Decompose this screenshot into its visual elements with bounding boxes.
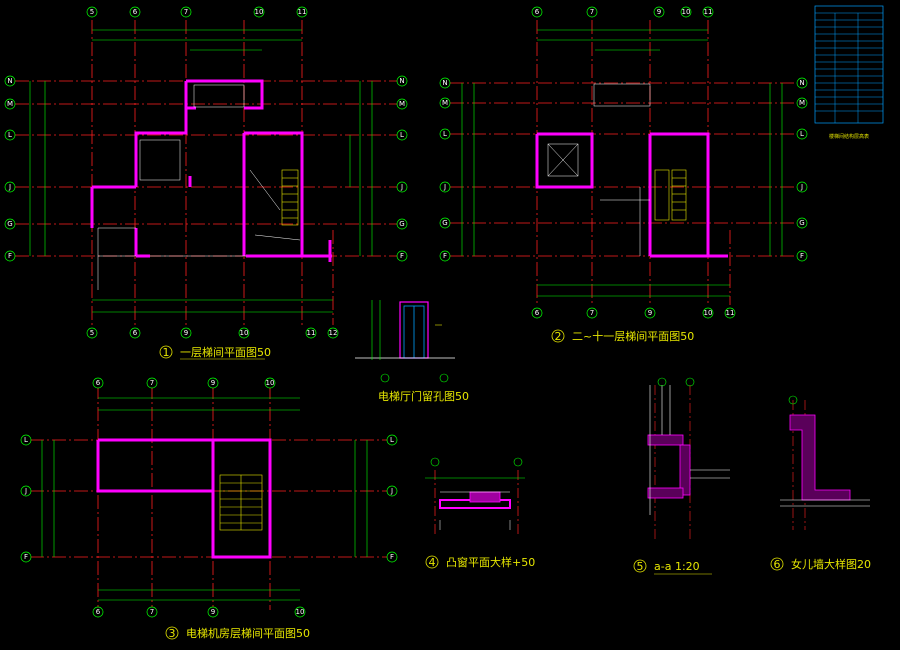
drawing-title-machine-room: 电梯机房层梯间平面图50: [186, 626, 310, 640]
axis-label: L: [8, 131, 12, 139]
drawing-title-bay-window: 凸窗平面大样+50: [446, 555, 535, 569]
axis-label: J: [8, 183, 11, 191]
axis-label: 9: [211, 608, 215, 616]
axis-label: F: [24, 553, 28, 561]
axis-label: J: [443, 183, 446, 191]
axis-label: 12: [329, 329, 338, 337]
axis-label: 9: [211, 379, 215, 387]
axis-label: F: [8, 252, 12, 260]
axis-label: 7: [150, 379, 154, 387]
axis-label: 6: [133, 329, 138, 337]
axis-label: G: [799, 219, 804, 227]
elevator-door-elevation: 电梯厅门留孔图50: [355, 300, 469, 403]
drawing-title-typical-floor: 二~十一层梯间平面图50: [572, 329, 694, 343]
axis-label: 11: [726, 309, 735, 317]
axis-label: N: [799, 79, 804, 87]
plan-typical-floor: 6 7 9 10 11 6 7 9 10 11 N M L J G F N M …: [439, 6, 808, 343]
axis-label: 5: [90, 8, 94, 16]
axis-label: 6: [535, 8, 540, 16]
drawing-title-first-floor: 一层梯间平面图50: [180, 346, 271, 359]
axis-label: L: [400, 131, 404, 139]
axis-label: 10: [240, 329, 249, 337]
axis-label: 11: [307, 329, 316, 337]
axis-label: G: [399, 220, 404, 228]
axis-label: M: [442, 99, 448, 107]
axis-label: 10: [266, 379, 275, 387]
axis-label: 7: [590, 8, 594, 16]
axis-label: M: [7, 100, 13, 108]
axis-label: 9: [648, 309, 652, 317]
parapet-detail: 6 女儿墙大样图20: [770, 395, 871, 571]
axis-label: N: [7, 77, 12, 85]
floor-height-table: 楼梯间结构层高表: [814, 5, 884, 140]
axis-label: 10: [682, 8, 691, 16]
axis-label: 10: [296, 608, 305, 616]
axis-label: N: [442, 79, 447, 87]
axis-label: G: [7, 220, 12, 228]
axis-label: 6: [133, 8, 138, 16]
axis-label: L: [390, 436, 394, 444]
plan-machine-room: 6 7 9 10 6 7 9 10 L J F L J F 3 电梯机房层梯间平…: [20, 377, 398, 640]
axis-label: M: [399, 100, 405, 108]
axis-label: F: [800, 252, 804, 260]
axis-label: N: [399, 77, 404, 85]
drawing-title-section-aa: a-a 1:20: [654, 560, 700, 573]
axis-label: L: [800, 130, 804, 138]
axis-label: J: [390, 487, 393, 495]
axis-label: 11: [298, 8, 307, 16]
bay-window-detail: 4 凸窗平面大样+50: [425, 457, 535, 569]
axis-label: F: [400, 252, 404, 260]
axis-label: 9: [657, 8, 661, 16]
axis-label: 7: [184, 8, 188, 16]
axis-label: L: [24, 436, 28, 444]
table-caption: 楼梯间结构层高表: [829, 133, 869, 140]
axis-label: 6: [535, 309, 540, 317]
detail-number: 1: [163, 346, 170, 359]
detail-number: 3: [169, 627, 176, 640]
axis-label: F: [443, 252, 447, 260]
axis-label: 7: [590, 309, 594, 317]
axis-label: 9: [184, 329, 188, 337]
axis-label: J: [800, 183, 803, 191]
detail-number: 4: [429, 556, 436, 569]
drawing-title-parapet: 女儿墙大样图20: [791, 557, 871, 571]
axis-label: 6: [96, 379, 101, 387]
detail-number: 2: [555, 330, 562, 343]
axis-label: 5: [90, 329, 94, 337]
axis-label: 11: [704, 8, 713, 16]
plan-first-floor: 5 6 7 10 11 5 6 9 10 11 12 N M L J G F N…: [4, 6, 408, 360]
axis-label: 6: [96, 608, 101, 616]
section-aa-detail: 5 a-a 1:20: [633, 377, 730, 575]
detail-number: 5: [637, 560, 644, 573]
detail-number: 6: [774, 558, 781, 571]
axis-label: 10: [255, 8, 264, 16]
axis-label: J: [400, 183, 403, 191]
axis-label: F: [390, 553, 394, 561]
drawing-title-elevator-door: 电梯厅门留孔图50: [378, 389, 469, 403]
axis-label: J: [24, 487, 27, 495]
axis-label: 7: [150, 608, 154, 616]
axis-label: G: [442, 219, 447, 227]
axis-label: 10: [704, 309, 713, 317]
axis-label: L: [443, 130, 447, 138]
axis-label: M: [799, 99, 805, 107]
